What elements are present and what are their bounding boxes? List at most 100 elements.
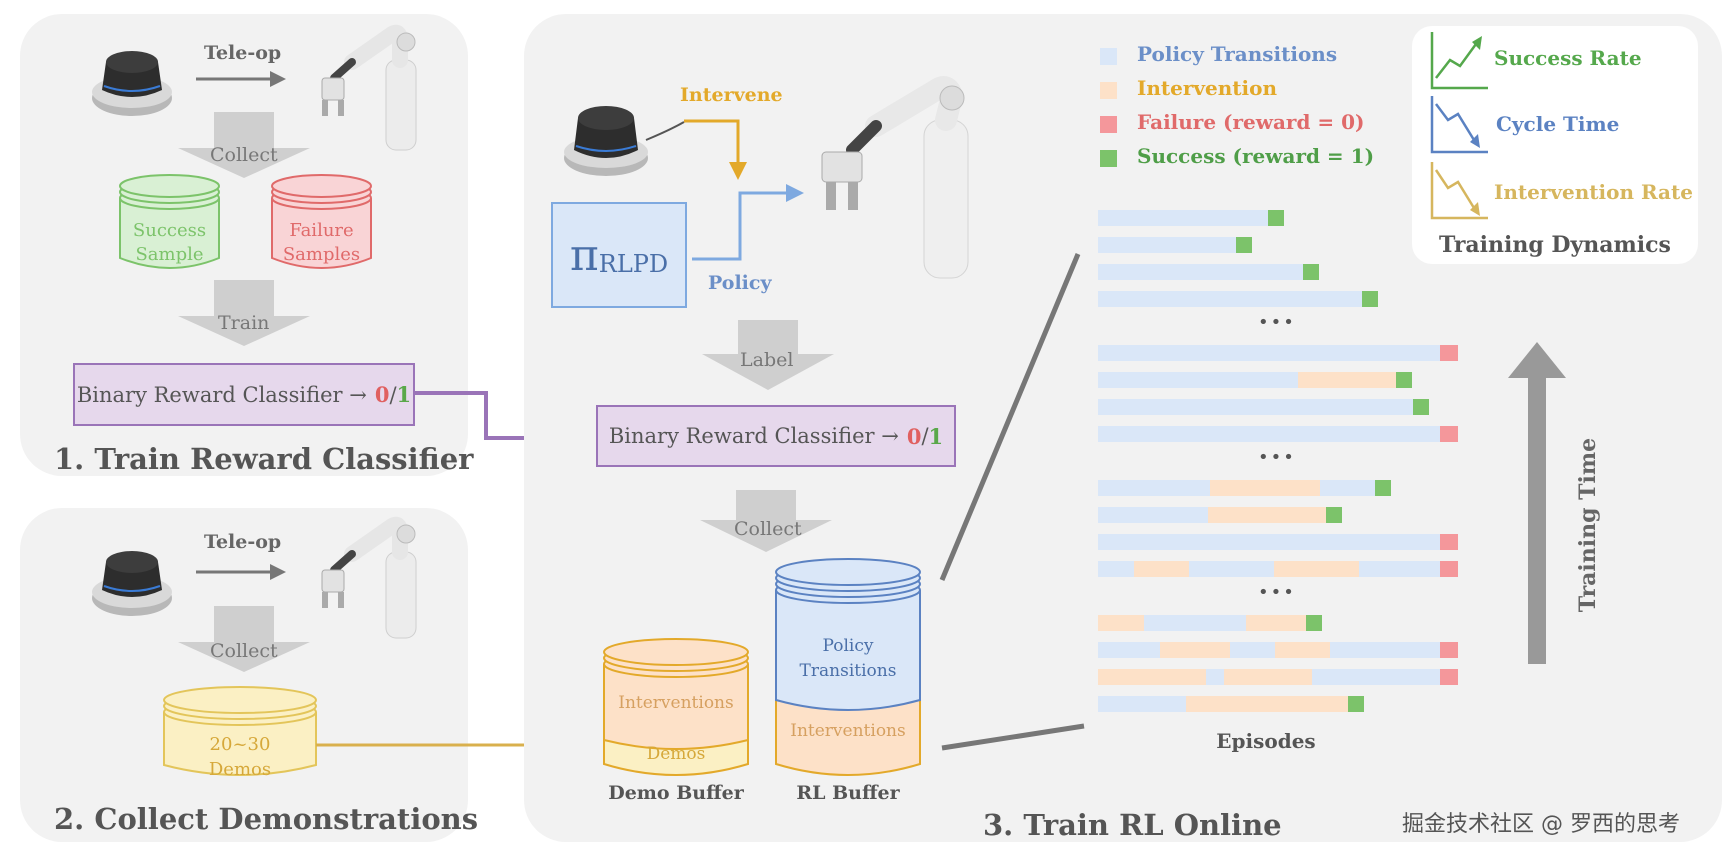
- reward-slash: /: [921, 424, 929, 448]
- policy-segment: [1098, 642, 1160, 658]
- demo-buffer-cylinder: [603, 638, 749, 776]
- legend-label: Success (reward = 1): [1137, 144, 1375, 168]
- failure-samples-cylinder: [271, 174, 372, 269]
- legend-label: Intervention: [1137, 76, 1277, 100]
- success-segment: [1303, 264, 1319, 280]
- zoom-line-bottom: [941, 723, 1085, 751]
- intervention-segment: [1210, 480, 1320, 496]
- success-segment: [1268, 210, 1284, 226]
- demos-label: 20~30 Demos: [208, 734, 272, 780]
- reward-slash: /: [389, 382, 397, 407]
- success-segment: [1396, 372, 1412, 388]
- policy-segment: [1312, 669, 1440, 685]
- episodes-ellipsis: •••: [1258, 312, 1296, 333]
- intervene-label: Intervene: [680, 84, 783, 106]
- demos-cylinder: [163, 686, 317, 776]
- success-segment: [1375, 480, 1391, 496]
- failure-samples-label: Failure Samples: [282, 220, 361, 265]
- collect-arrow: [178, 112, 310, 178]
- legend-swatch: [1100, 82, 1117, 99]
- policy-segment: [1098, 372, 1298, 388]
- policy-segment: [1320, 480, 1375, 496]
- legend-label: Failure (reward = 0): [1137, 110, 1365, 134]
- success-segment: [1306, 615, 1322, 631]
- intervention-segment: [1298, 372, 1396, 388]
- collect-label: Collect: [734, 518, 802, 540]
- teleop-label: Tele-op: [204, 42, 282, 64]
- rl-buffer-label: RL Buffer: [796, 782, 900, 804]
- policy-symbol: π: [569, 229, 599, 281]
- rl-buffer-policy-label: Policy Transitions: [799, 636, 897, 681]
- policy-segment: [1098, 264, 1303, 280]
- demo-buffer-demos-label: Demos: [646, 744, 706, 764]
- label-arrow-text: Label: [740, 349, 794, 371]
- failure-segment: [1440, 669, 1458, 685]
- success-segment: [1362, 291, 1378, 307]
- collect-arrow: [700, 490, 832, 552]
- rl-buffer-interventions-label: Interventions: [790, 721, 906, 741]
- success-rate-icon: [1430, 32, 1488, 90]
- policy-segment: [1098, 291, 1362, 307]
- policy-segment: [1144, 615, 1246, 631]
- collect-arrow: [178, 606, 310, 672]
- robot-arm-icon: [321, 516, 417, 639]
- intervention-segment: [1134, 561, 1189, 577]
- intervene-arrow: [684, 119, 747, 180]
- watermark: 掘金技术社区 @ 罗西的思考: [1402, 812, 1680, 837]
- reward-zero: 0: [374, 382, 390, 407]
- policy-segment: [1098, 561, 1134, 577]
- policy-label: Policy: [708, 272, 772, 294]
- success-segment: [1348, 696, 1364, 712]
- episodes-label: Episodes: [1216, 729, 1316, 753]
- rl-buffer-cylinder: [775, 558, 921, 776]
- training-dynamics-item: Cycle Time: [1496, 112, 1620, 136]
- training-time-arrow: [1508, 342, 1566, 664]
- intervention-segment: [1186, 696, 1348, 712]
- teleop-arrow: [196, 71, 286, 87]
- robot-arm-icon: [321, 24, 417, 151]
- success-segment: [1326, 507, 1342, 523]
- intervention-segment: [1098, 669, 1206, 685]
- policy-segment: [1098, 696, 1186, 712]
- episodes-chart: •••••••••: [1098, 210, 1468, 720]
- failure-segment: [1440, 534, 1458, 550]
- episodes-ellipsis: •••: [1258, 447, 1296, 468]
- legend-label: Policy Transitions: [1137, 42, 1338, 66]
- success-sample-cylinder: [119, 174, 220, 269]
- training-time-label: Training Time: [1575, 437, 1601, 613]
- reward-classifier-text: Binary Reward Classifier →: [608, 424, 899, 448]
- label-arrow: [702, 320, 834, 390]
- policy-segment: [1098, 237, 1236, 253]
- panel2-title: 2. Collect Demonstrations: [54, 802, 479, 836]
- zoom-line-top: [939, 253, 1081, 581]
- policy-segment: [1098, 210, 1268, 226]
- policy-segment: [1359, 561, 1440, 577]
- intervention-segment: [1246, 615, 1306, 631]
- spacemouse-icon: [92, 551, 172, 616]
- policy-subscript: RLPD: [598, 250, 669, 278]
- training-dynamics-title: Training Dynamics: [1439, 232, 1671, 258]
- training-dynamics-item: Intervention Rate: [1494, 180, 1693, 204]
- training-dynamics-item: Success Rate: [1494, 46, 1642, 70]
- policy-segment: [1098, 345, 1440, 361]
- reward-classifier-box: Binary Reward Classifier → 0/1: [73, 363, 415, 426]
- collect-label: Collect: [210, 640, 278, 662]
- legend-swatch: [1100, 150, 1117, 167]
- panel3-title: 3. Train RL Online: [983, 808, 1282, 842]
- legend-swatch: [1100, 116, 1117, 133]
- intervention-segment: [1208, 507, 1326, 523]
- policy-segment: [1098, 480, 1210, 496]
- intervention-segment: [1098, 615, 1144, 631]
- cycle-time-icon: [1430, 96, 1488, 154]
- demo-buffer-interventions-label: Interventions: [618, 693, 734, 713]
- intervention-segment: [1160, 642, 1230, 658]
- policy-segment: [1098, 534, 1440, 550]
- demo-buffer-label: Demo Buffer: [608, 782, 744, 804]
- teleop-arrow: [196, 564, 286, 580]
- policy-segment: [1189, 561, 1274, 577]
- policy-segment: [1230, 642, 1275, 658]
